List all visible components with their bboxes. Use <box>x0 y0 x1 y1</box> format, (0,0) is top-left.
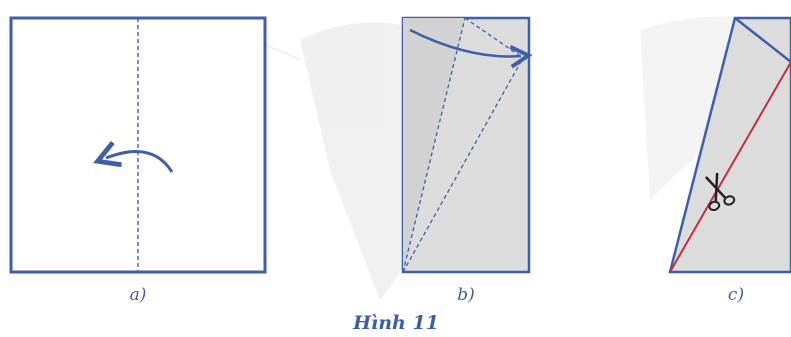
dashed-fold-2 <box>402 57 524 273</box>
panel-b: b) <box>401 16 533 305</box>
folded-triangle <box>668 16 791 274</box>
panel-label-c: c) <box>728 285 744 305</box>
dashed-fold-1 <box>402 17 466 273</box>
panel-a: a) <box>9 16 267 305</box>
cut-line <box>669 61 791 273</box>
inner-fold-edge <box>734 17 791 63</box>
figure-caption: Hình 11 <box>352 312 439 334</box>
curved-arrow-icon <box>93 140 174 173</box>
panel-label-a: a) <box>130 285 147 305</box>
scissors-icon <box>704 172 736 212</box>
curved-arrow-icon <box>409 28 533 69</box>
panel-label-b: b) <box>457 285 475 305</box>
panel-c: c) <box>668 16 791 305</box>
